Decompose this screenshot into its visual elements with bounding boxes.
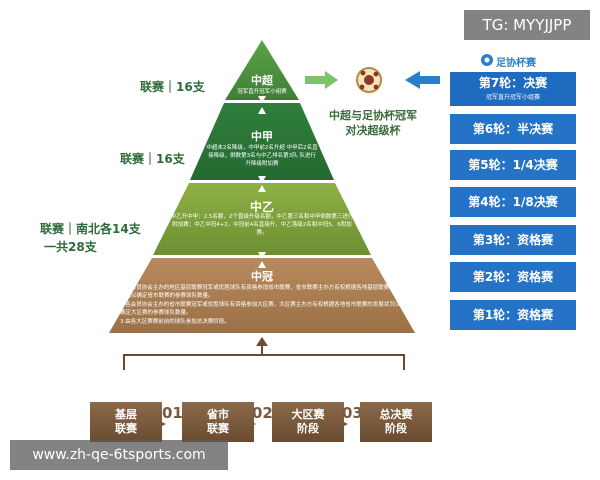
stage-number-02: 02 bbox=[252, 404, 273, 422]
tier-chaoji-shape bbox=[225, 40, 299, 100]
green-arrow-shape bbox=[305, 71, 338, 89]
tier-arrows bbox=[258, 96, 266, 268]
tier-zhongyi-title: 中乙 bbox=[249, 200, 274, 214]
round-4: 第4轮：1/8决赛 bbox=[450, 187, 576, 217]
side-label-zhongjia: 联赛｜16支 bbox=[120, 152, 185, 166]
stage-4: 总决赛 阶段 bbox=[360, 402, 432, 442]
side-label-zhongyi-2: 一共28支 bbox=[44, 240, 97, 254]
tier-zhongyi-desc: 中乙升中甲：2.5名额，2个晋级升级名额，中乙第三名和中甲倒数第三进行附加赛；中… bbox=[170, 214, 354, 236]
round-7: 第7轮：决赛 冠军直升冠军小组赛 bbox=[450, 72, 576, 106]
round-7-sub: 冠军直升冠军小组赛 bbox=[485, 94, 540, 101]
stage-1-line1: 基层 bbox=[115, 408, 137, 421]
tier-zhongjia-desc: 中超末2名降级，中甲前2名升超 中甲后2名直接降级，倒数第3名与中乙排名第3队 … bbox=[206, 145, 318, 167]
tier-zhongguan-shape bbox=[109, 258, 415, 333]
stage-2-line1: 省市 bbox=[207, 408, 229, 421]
tier-zhongguan-desc-3: 3.由各大区赛赛前前的球队参加总决赛阶段。 bbox=[120, 319, 230, 325]
round-1: 第1轮：资格赛 bbox=[450, 300, 576, 330]
trophy-ball-icon bbox=[356, 67, 382, 93]
top-watermark: TG: MYYJJPP bbox=[464, 10, 590, 40]
tier-zhongguan-desc-2: 2.各会员协会主办的省市联赛冠军或优胜球队有资格参加大区赛，大区赛主办方有权根据… bbox=[120, 302, 401, 316]
bracket-arrow bbox=[256, 337, 268, 346]
final-label-line1: 中超与足协杯冠军 bbox=[329, 109, 417, 122]
brand-name: 足协杯赛 bbox=[496, 58, 536, 69]
round-6: 第6轮：半决赛 bbox=[450, 114, 576, 144]
stage-2-line2: 联赛 bbox=[207, 422, 229, 435]
stage-number-03: 03 bbox=[342, 404, 363, 422]
stage-3: 大区赛 阶段 bbox=[272, 402, 344, 442]
stage-4-line2: 阶段 bbox=[385, 422, 407, 435]
side-label-zhongyi-1: 联赛｜南北各14支 bbox=[40, 222, 141, 236]
stage-1: 基层 联赛 bbox=[90, 402, 162, 442]
side-label-chaoji: 联赛｜16支 bbox=[140, 80, 205, 94]
stage-3-line2: 阶段 bbox=[297, 422, 319, 435]
bottom-watermark: www.zh-qe-6tsports.com bbox=[10, 440, 228, 470]
round-5: 第5轮：1/4决赛 bbox=[450, 150, 576, 180]
round-3: 第3轮：资格赛 bbox=[450, 225, 576, 255]
tier-zhongjia-shape bbox=[190, 103, 334, 180]
tier-zhongjia-title: 中甲 bbox=[251, 130, 273, 143]
stage-2: 省市 联赛 bbox=[182, 402, 254, 442]
round-2: 第2轮：资格赛 bbox=[450, 262, 576, 292]
stage-1-line2: 联赛 bbox=[115, 422, 137, 435]
tier-zhongguan-title: 中冠 bbox=[251, 270, 273, 283]
tier-zhongyi-shape bbox=[153, 183, 371, 255]
tier-chaoji-title: 中超 bbox=[251, 74, 273, 87]
stage-3-line1: 大区赛 bbox=[291, 408, 325, 421]
blue-arrow-shape bbox=[405, 71, 440, 89]
tier-chaoji-desc: 冠军直升冠军小组赛 bbox=[237, 89, 287, 95]
brand-ball-icon bbox=[481, 54, 493, 66]
stage-bracket bbox=[123, 343, 405, 370]
round-7-label: 第7轮：决赛 bbox=[478, 76, 548, 90]
tier-zhongguan-desc-1: 1.各会员协会主办的地区基层联赛冠军或优胜球队有资格参加省市联赛，省市联赛主办方… bbox=[120, 285, 401, 299]
stage-number-01: 01 bbox=[162, 404, 183, 422]
stage-4-line1: 总决赛 bbox=[379, 408, 413, 421]
final-label-line2: 对决超级杯 bbox=[345, 124, 401, 137]
